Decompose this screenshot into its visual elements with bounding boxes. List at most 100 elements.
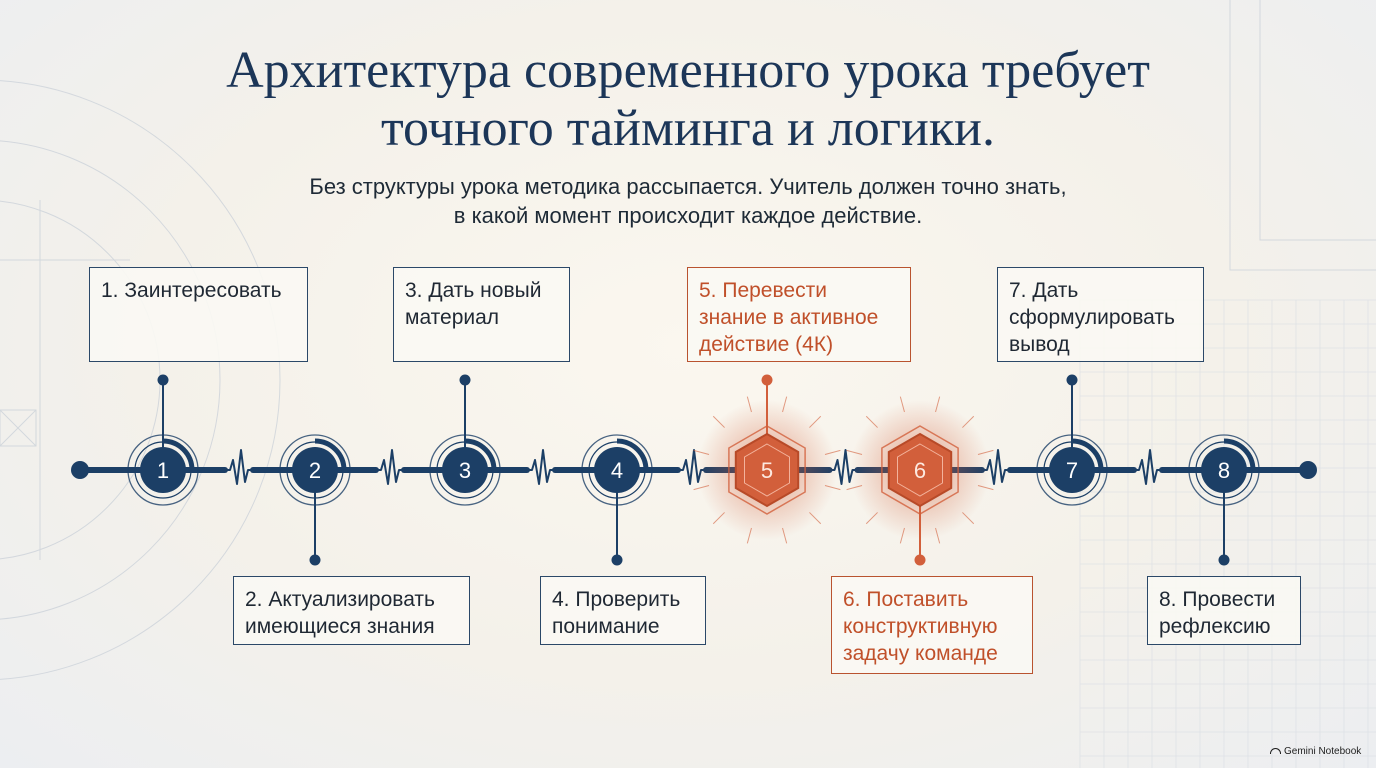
node-mid-ring (286, 441, 344, 499)
blueprint-arc (0, 140, 221, 620)
node-ray (693, 485, 710, 491)
node-outer-ring (1188, 434, 1260, 506)
node-ray (935, 396, 941, 413)
node-ray (782, 527, 788, 544)
node-outer-ring (279, 434, 351, 506)
node-ray (846, 485, 863, 491)
node-inner-hexagon (744, 443, 790, 497)
node-ray (846, 449, 863, 455)
node-ray (824, 449, 841, 455)
node-ray (809, 415, 822, 428)
node-core (140, 447, 186, 493)
node-ray (693, 449, 710, 455)
page-title: Архитектура современного урока требует т… (88, 42, 1288, 158)
node-progress-arc (314, 438, 347, 471)
node-core (1049, 447, 1095, 493)
subtitle: Без структуры урока методика рассыпается… (188, 172, 1188, 230)
step-label-box-4: 4. Проверить понимание (540, 576, 706, 645)
node-ray (809, 512, 822, 525)
timeline-end-dot (1299, 461, 1317, 479)
step-label-line: понимание (552, 615, 660, 638)
gemini-notebook-badge: Gemini Notebook (1270, 746, 1361, 757)
step-node-3: 3 (429, 374, 501, 506)
node-ray (746, 396, 752, 413)
step-label-line: 5. Перевести (699, 279, 827, 302)
step-node-7: 7 (1036, 374, 1108, 506)
node-outer-ring (429, 434, 501, 506)
node-number: 2 (309, 458, 321, 483)
node-ray (977, 449, 994, 455)
step-node-2: 2 (279, 434, 351, 566)
step-label-line: 3. Дать новый (405, 279, 542, 302)
node-ray (712, 415, 725, 428)
node-mid-ring (1195, 441, 1253, 499)
node-ray (899, 527, 905, 544)
step-label-line: вывод (1009, 333, 1070, 356)
blueprint-square (0, 409, 37, 447)
step-label-box-1: 1. Заинтересовать (89, 267, 308, 362)
step-connector-dot (914, 554, 926, 566)
node-outer-ring (127, 434, 199, 506)
node-ray (824, 485, 841, 491)
step-label-line: материал (405, 306, 500, 329)
title-line-2: точного тайминга и логики. (381, 100, 995, 157)
node-ray (962, 512, 975, 525)
step-label-box-3: 3. Дать новый материал (393, 267, 570, 362)
node-outer-ring (1036, 434, 1108, 506)
blueprint-line (1229, 0, 1376, 271)
node-number: 1 (157, 458, 169, 483)
blueprint-line (0, 409, 37, 447)
step-label-line: рефлексию (1159, 615, 1271, 638)
step-label-line: сформулировать (1009, 306, 1175, 329)
node-ray (712, 512, 725, 525)
node-mid-ring (588, 441, 646, 499)
node-progress-arc (162, 438, 195, 471)
step-connector-dot (157, 374, 169, 386)
node-number: 4 (611, 458, 623, 483)
step-connector-dot (761, 374, 773, 386)
node-progress-arc (1071, 438, 1104, 471)
node-outer-ring (581, 434, 653, 506)
step-node-5: 5 (693, 374, 841, 544)
node-core (1201, 447, 1247, 493)
step-node-6: 6 (846, 396, 994, 566)
node-ray (746, 527, 752, 544)
subtitle-line-2: в какой момент происходит каждое действи… (453, 203, 923, 228)
node-mid-ring (436, 441, 494, 499)
node-core (442, 447, 488, 493)
heartbeat-zigzag (1133, 449, 1163, 485)
node-ray (962, 415, 975, 428)
node-core (292, 447, 338, 493)
step-label-line: действие (4К) (699, 333, 834, 356)
node-hexagon (734, 432, 800, 508)
node-hexagon (887, 432, 953, 508)
timeline-line (77, 449, 1311, 485)
step-label-line: 8. Провести (1159, 588, 1276, 611)
blueprint-arc (0, 80, 281, 680)
node-progress-arc (1223, 438, 1256, 471)
step-label-line: задачу команде (843, 642, 998, 665)
node-mid-ring (134, 441, 192, 499)
step-node-4: 4 (581, 434, 653, 566)
subtitle-line-1: Без структуры урока методика рассыпается… (309, 174, 1067, 199)
node-progress-arc (464, 438, 497, 471)
step-node-8: 8 (1188, 434, 1260, 566)
step-connector-dot (309, 554, 321, 566)
title-line-1: Архитектура современного урока требует (226, 42, 1150, 99)
node-progress-arc (616, 438, 649, 471)
step-label-line: 2. Актуализировать (245, 588, 435, 611)
node-number: 8 (1218, 458, 1230, 483)
step-connector-dot (611, 554, 623, 566)
step-connector-dot (459, 374, 471, 386)
node-outer-hexagon (728, 425, 806, 515)
node-outer-hexagon (881, 425, 959, 515)
step-label-line: 4. Проверить (552, 588, 681, 611)
step-label-line: 6. Поставить (843, 588, 969, 611)
step-label-line: 1. Заинтересовать (101, 279, 282, 302)
heartbeat-zigzag (526, 449, 556, 485)
node-ray (865, 415, 878, 428)
